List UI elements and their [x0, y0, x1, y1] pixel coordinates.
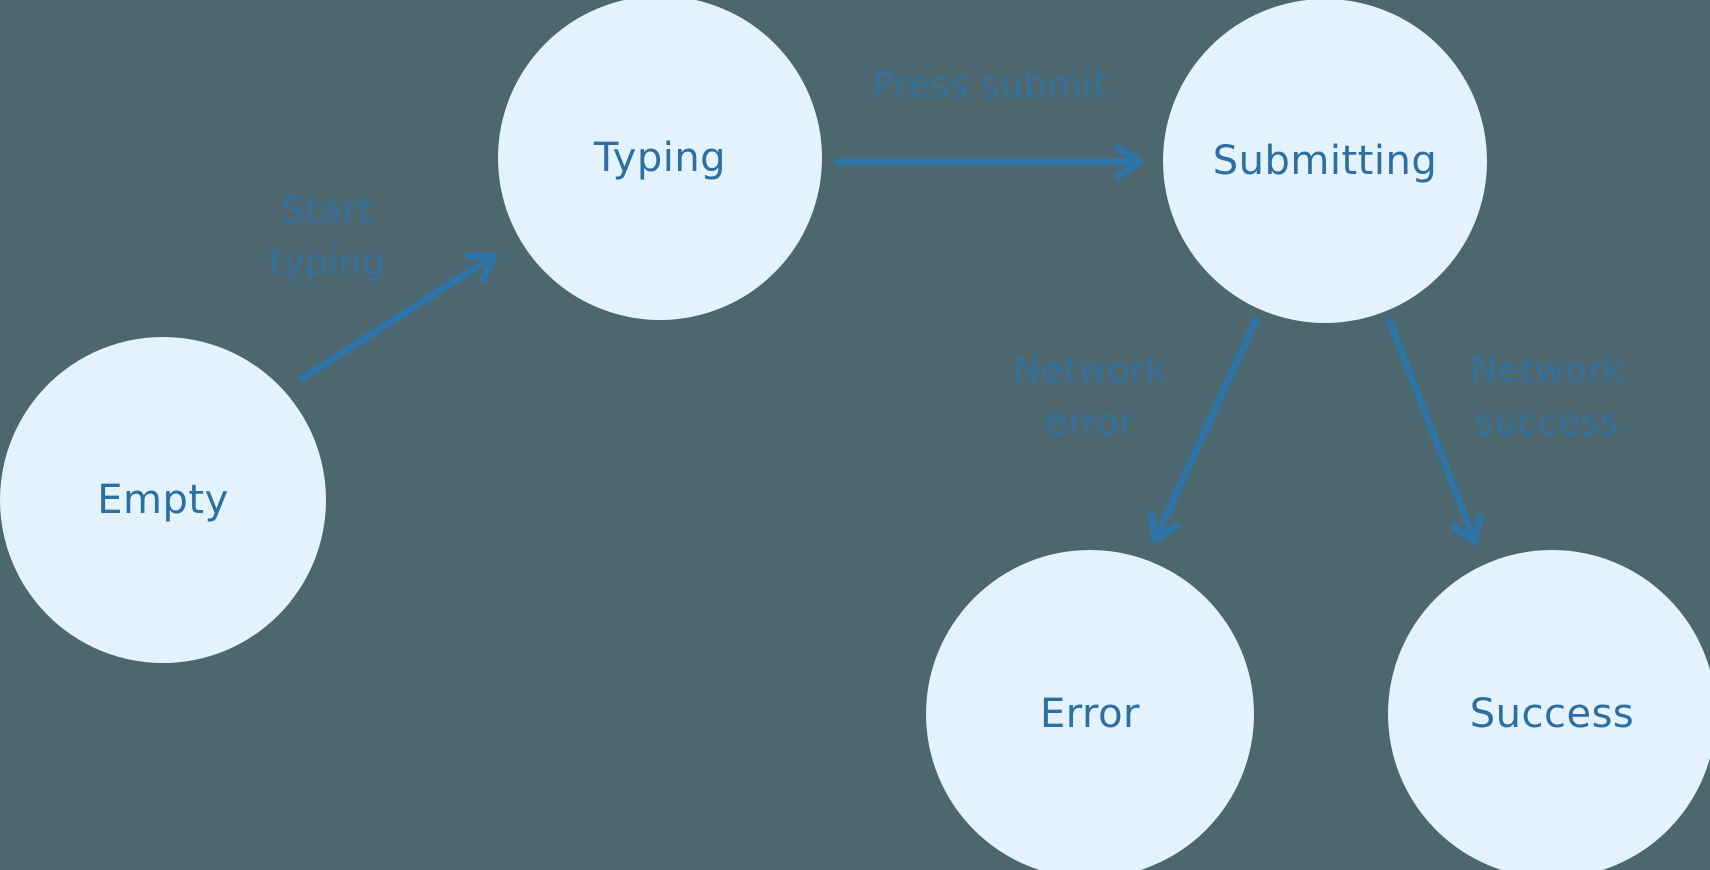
state-node-success: Success	[1388, 550, 1710, 870]
state-node-typing: Typing	[498, 0, 822, 320]
edge-label-network-success: Network success	[1470, 345, 1624, 449]
edge-label-line: Press submit	[872, 65, 1108, 106]
arrow-network-success	[1386, 318, 1484, 546]
edge-label-line: Start	[281, 190, 373, 231]
edge-label-start-typing: Start typing	[269, 185, 386, 289]
state-label-error: Error	[1040, 691, 1140, 737]
edge-label-network-error: Network error	[1013, 345, 1167, 449]
edge-label-line: success	[1474, 402, 1620, 443]
state-label-empty: Empty	[97, 477, 229, 523]
state-node-empty: Empty	[0, 337, 326, 663]
edge-label-line: Network	[1470, 350, 1624, 391]
state-node-error: Error	[926, 550, 1254, 870]
edge-label-line: Network	[1013, 350, 1167, 391]
edge-label-press-submit: Press submit	[872, 60, 1108, 112]
state-node-submitting: Submitting	[1163, 0, 1487, 323]
state-label-submitting: Submitting	[1212, 138, 1438, 184]
edge-label-line: typing	[268, 242, 386, 283]
edge-label-line: error	[1045, 402, 1135, 443]
state-label-success: Success	[1469, 691, 1635, 737]
arrow-network-error	[1147, 316, 1260, 544]
state-label-typing: Typing	[593, 135, 727, 181]
